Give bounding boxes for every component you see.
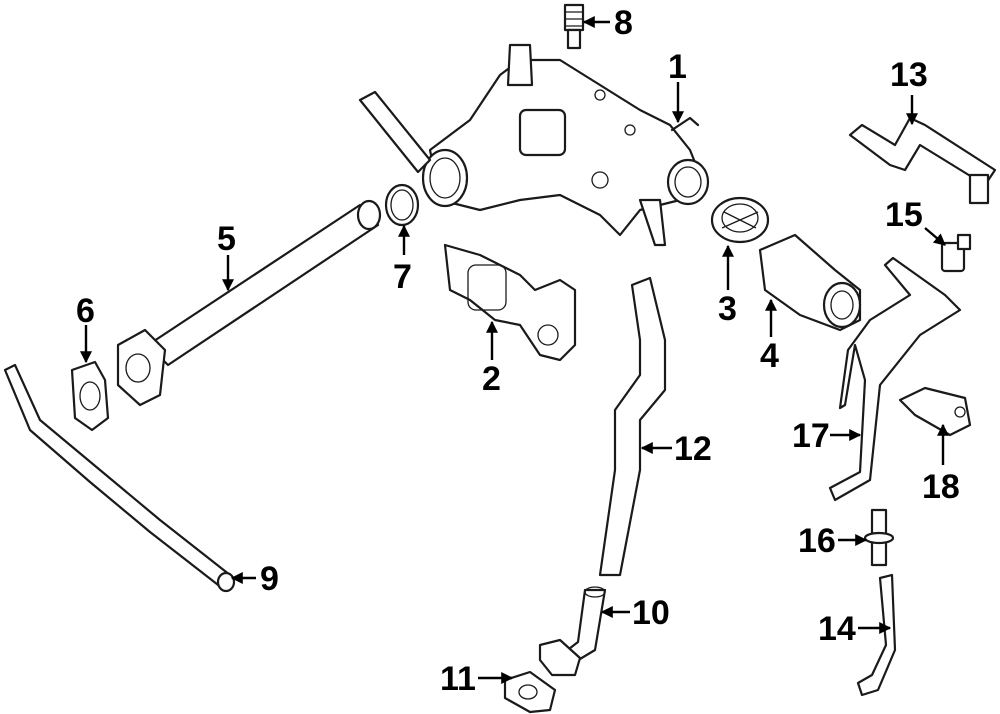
callout-5: 5 xyxy=(217,220,236,258)
callout-4: 4 xyxy=(760,337,779,375)
callout-9: 9 xyxy=(260,560,279,598)
callout-3: 3 xyxy=(718,290,737,328)
part-coolant-sensor xyxy=(940,233,972,273)
part-flange-gasket xyxy=(503,670,557,714)
callout-14: 14 xyxy=(818,610,856,648)
callout-13: 13 xyxy=(890,56,928,94)
part-thermostat xyxy=(710,196,770,244)
part-pipe-flange xyxy=(538,586,607,677)
callout-15: 15 xyxy=(885,196,923,234)
callout-1: 1 xyxy=(668,48,687,86)
callout-2: 2 xyxy=(482,360,501,398)
callout-18: 18 xyxy=(922,468,960,506)
part-water-pipe xyxy=(116,199,382,407)
part-pipe-gasket xyxy=(70,360,110,432)
part-heater-pipe xyxy=(828,256,962,502)
callout-17: 17 xyxy=(792,417,830,455)
part-bracket xyxy=(898,386,972,437)
callout-8: 8 xyxy=(614,4,633,42)
callout-7: 7 xyxy=(393,258,412,296)
part-housing-gasket xyxy=(443,243,577,362)
part-coolant-hose xyxy=(598,276,667,577)
callout-10: 10 xyxy=(632,594,670,632)
leader-lines xyxy=(80,16,949,684)
part-o-ring xyxy=(384,183,420,227)
part-water-outlet-housing xyxy=(358,43,710,247)
callout-12: 12 xyxy=(674,430,712,468)
part-small-hose xyxy=(856,573,897,697)
part-temperature-sensor xyxy=(563,3,585,50)
callout-16: 16 xyxy=(798,522,836,560)
part-bypass-hose xyxy=(848,116,997,205)
callout-11: 11 xyxy=(440,660,476,698)
callout-6: 6 xyxy=(76,292,95,330)
part-hose-connector xyxy=(863,508,895,567)
part-water-tube xyxy=(3,363,236,593)
part-thermostat-housing xyxy=(758,233,862,332)
